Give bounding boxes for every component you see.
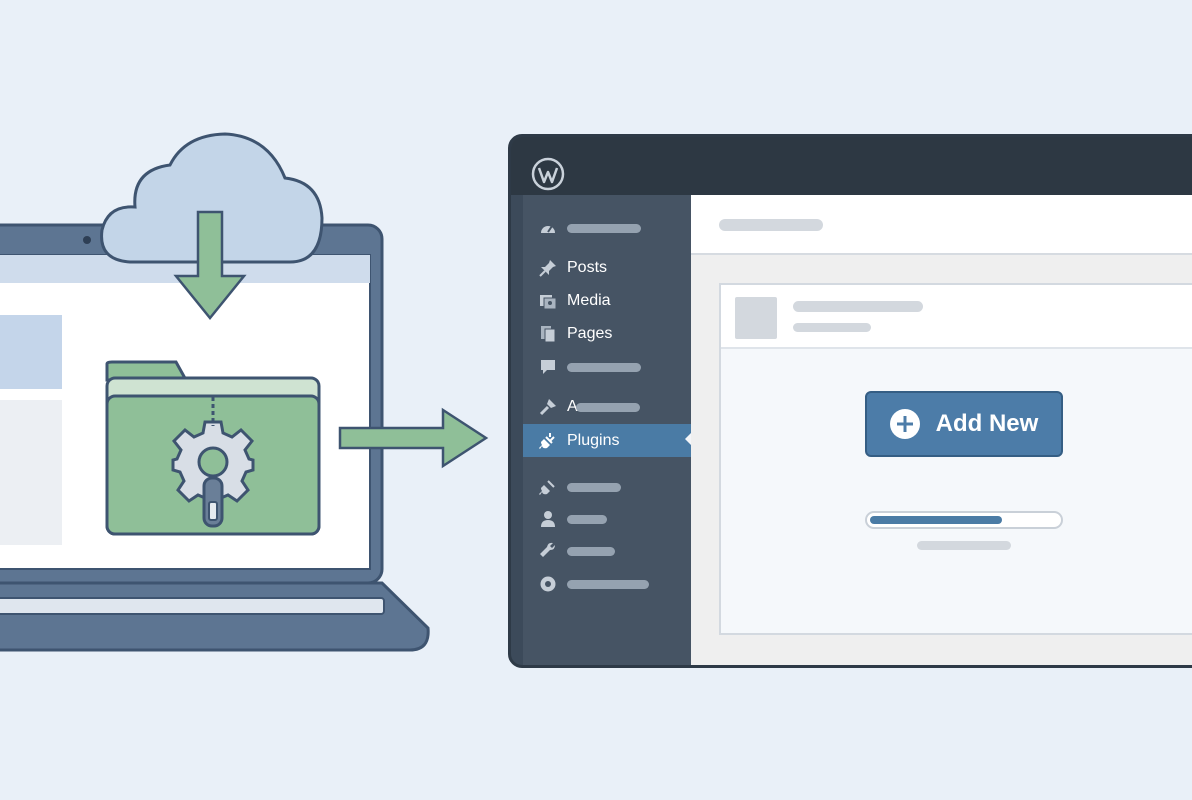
text-placeholder — [793, 301, 923, 312]
sidebar-item-dashboard[interactable] — [523, 213, 691, 243]
wordpress-logo-icon[interactable] — [531, 157, 565, 191]
upload-panel: Add New — [719, 283, 1192, 635]
settings-icon — [540, 576, 556, 592]
sidebar-item-label: Media — [567, 292, 611, 309]
sidebar-item-placeholder — [567, 482, 621, 492]
comment-icon — [541, 360, 555, 374]
sidebar-item-label: Plugins — [567, 431, 620, 449]
sidebar-item-users[interactable] — [523, 504, 691, 534]
sidebar-item-tools[interactable] — [523, 536, 691, 566]
media-icon — [540, 295, 557, 310]
wordpress-admin-window: Posts Media Pages — [508, 134, 1192, 668]
add-new-label: Add New — [935, 410, 1039, 437]
content-header — [691, 195, 1192, 255]
text-placeholder — [793, 323, 871, 332]
plus-icon — [889, 409, 920, 439]
sidebar-item-placeholder — [567, 514, 607, 524]
sidebar-item-label: Pages — [567, 325, 613, 342]
sidebar-item-comments[interactable] — [523, 352, 691, 382]
upload-progress-bar — [865, 511, 1063, 529]
upload-panel-header — [721, 285, 1192, 349]
pin-icon — [539, 260, 556, 277]
sidebar-item-settings[interactable] — [523, 569, 691, 599]
wrench-icon — [540, 542, 555, 557]
sidebar-item-media[interactable]: Media — [523, 286, 691, 316]
arrow-right-icon — [338, 407, 489, 469]
sidebar-item-appearance[interactable]: A — [523, 392, 691, 422]
appearance-icon — [539, 399, 556, 416]
cloud-download-icon — [100, 132, 324, 320]
sidebar-item-label: Posts — [567, 259, 608, 276]
admin-topbar — [511, 137, 1192, 195]
plugin-icon — [539, 480, 555, 495]
sidebar-item-placeholder — [567, 223, 641, 233]
sidebar-item-posts[interactable]: Posts — [523, 253, 691, 283]
sidebar-item-placeholder — [567, 546, 615, 556]
thumbnail-placeholder — [735, 297, 777, 339]
user-icon — [541, 511, 555, 527]
add-new-button[interactable]: Add New — [865, 391, 1063, 457]
gear-icon — [171, 420, 255, 504]
sidebar-item-placeholder — [575, 402, 640, 412]
sidebar-item-label: A — [567, 398, 578, 415]
zip-folder-icon — [105, 360, 321, 536]
pages-icon — [541, 326, 556, 343]
zipper-icon — [202, 397, 224, 528]
plugin-zip-upload-illustration — [0, 132, 489, 652]
sidebar-item-placeholder — [567, 579, 649, 589]
page-title-placeholder — [719, 219, 823, 231]
admin-sidebar: Posts Media Pages — [523, 195, 692, 665]
status-text-placeholder — [917, 541, 1011, 550]
sidebar-item-plugins[interactable]: Plugins — [523, 424, 692, 457]
upload-progress-fill — [870, 516, 1002, 524]
main-content: Add New — [691, 195, 1192, 665]
plugin-icon — [539, 432, 555, 449]
sidebar-item-plugins-sub[interactable] — [523, 472, 691, 502]
sidebar-item-pages[interactable]: Pages — [523, 319, 691, 349]
sidebar-item-placeholder — [567, 362, 641, 372]
dashboard-icon — [541, 225, 555, 233]
